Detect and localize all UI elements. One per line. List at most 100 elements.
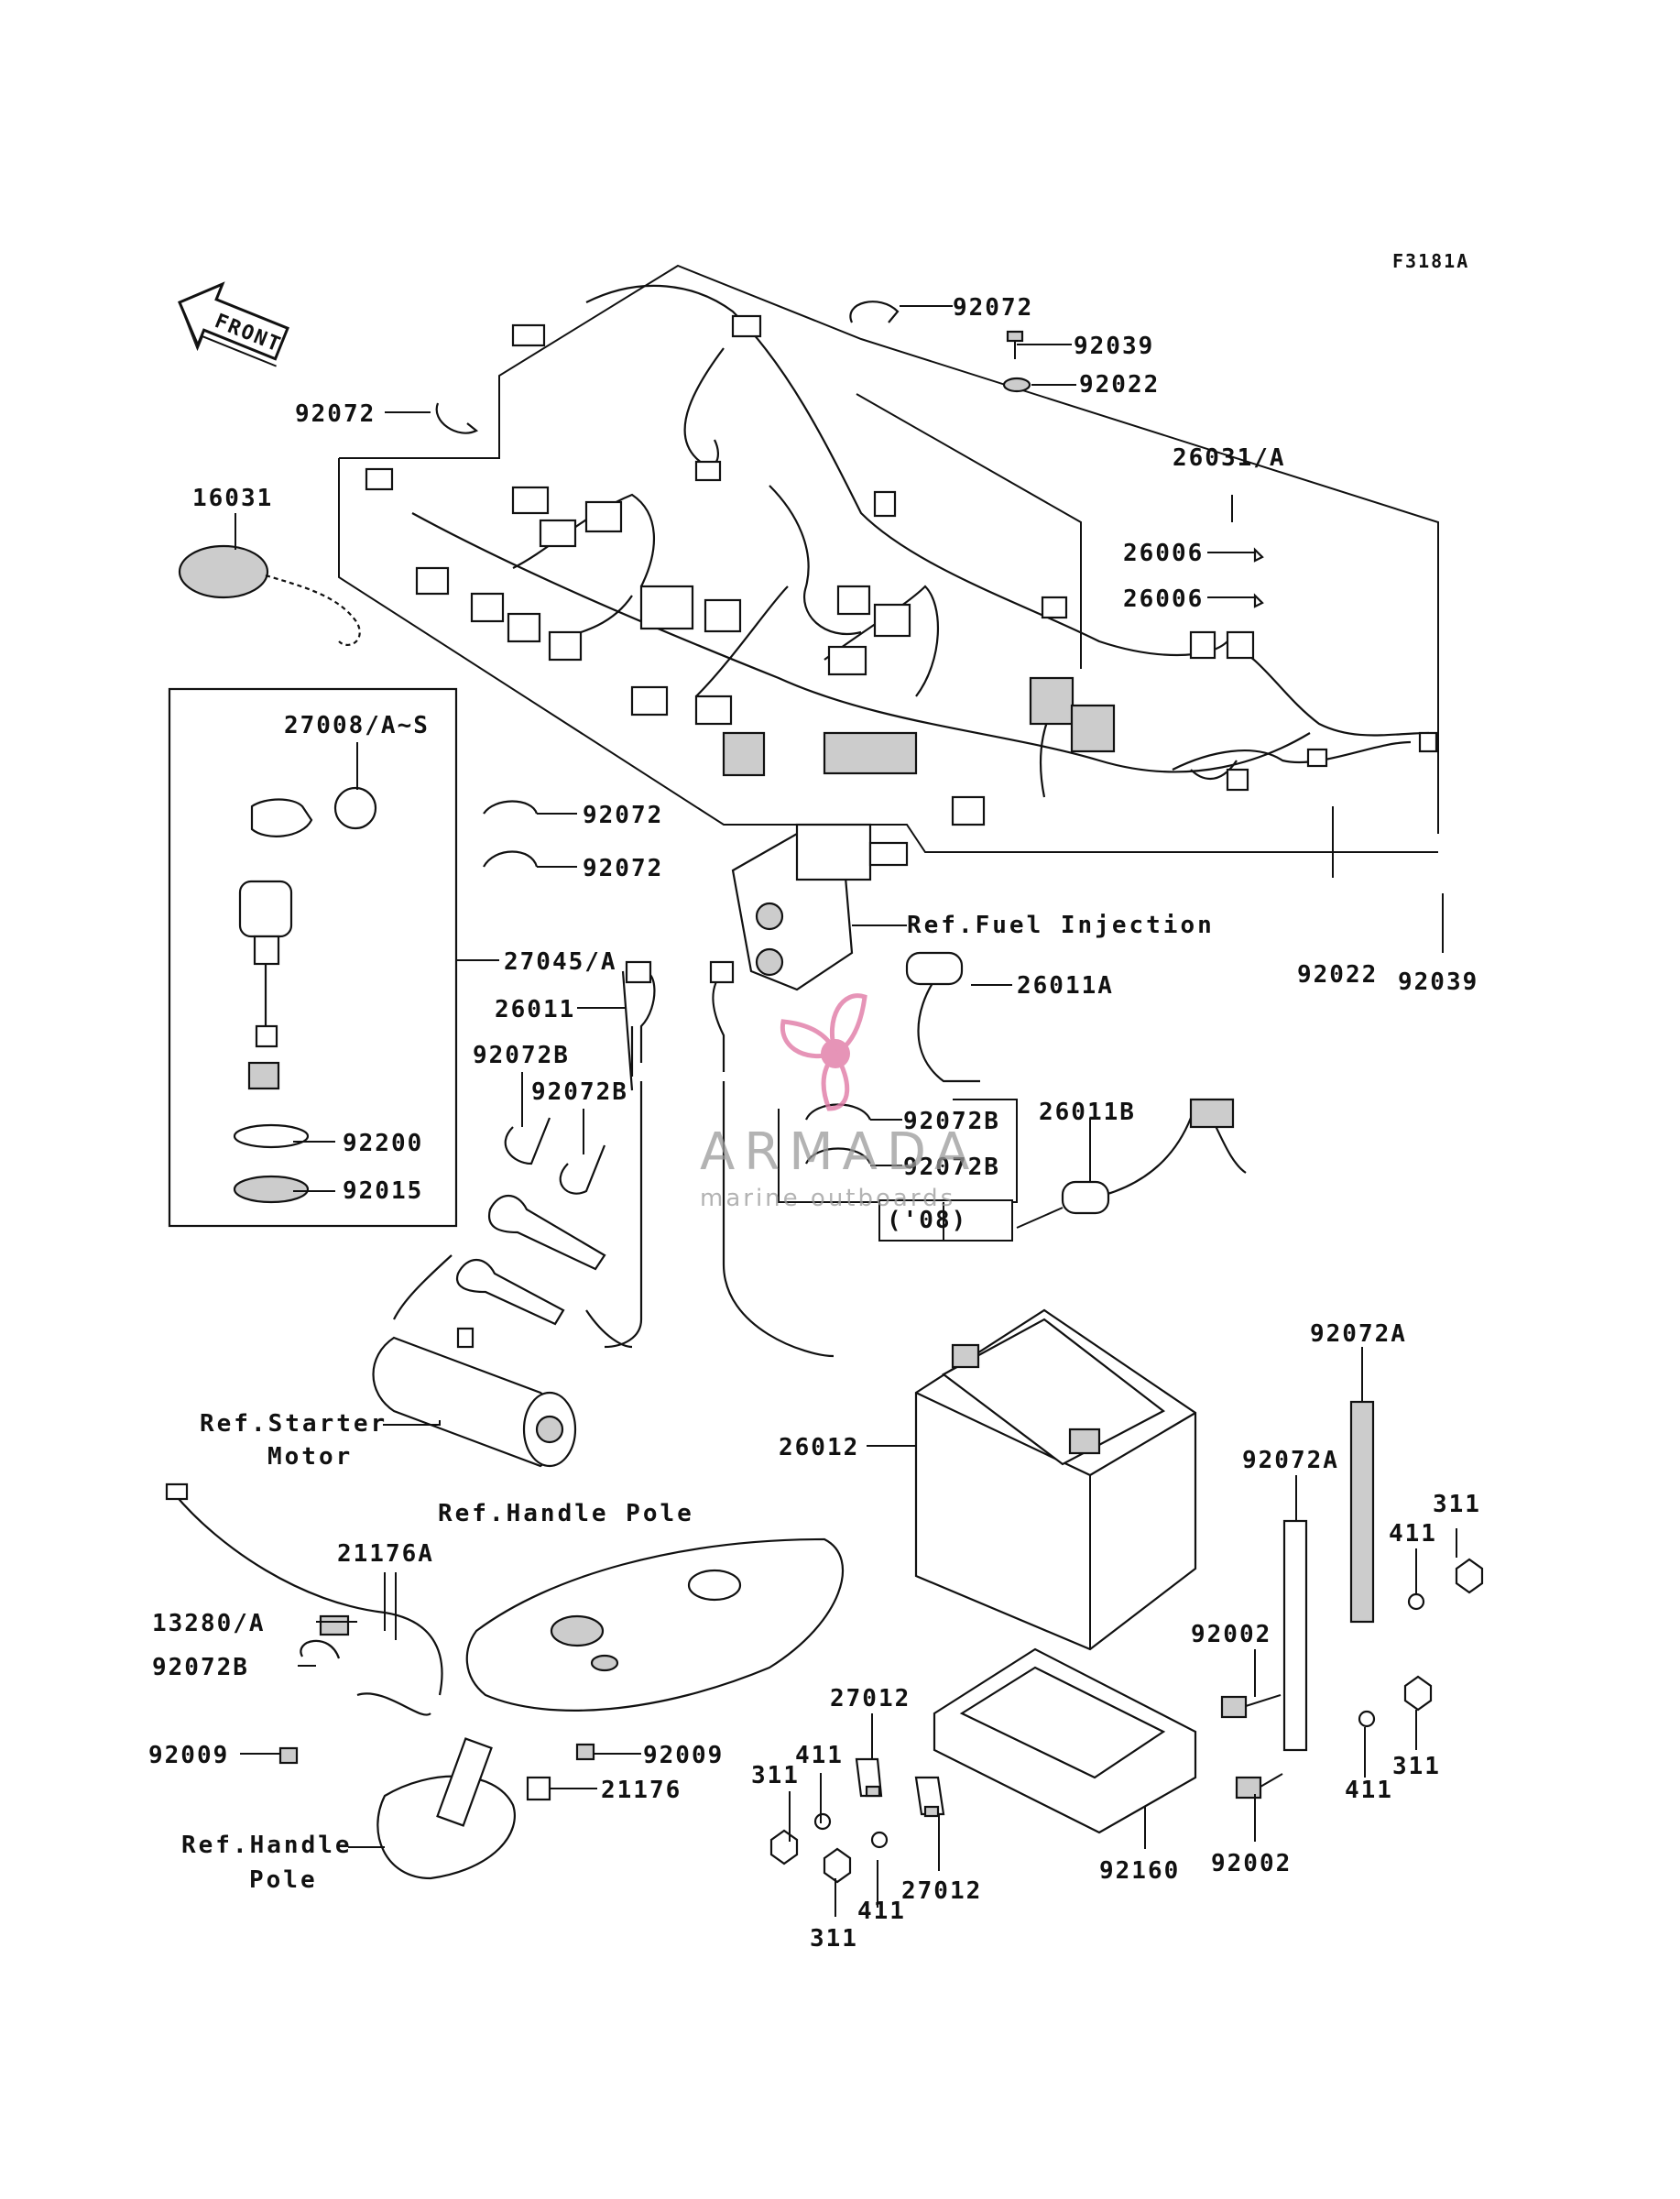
battery-case [933, 1647, 1197, 1834]
part-label: 411 [1389, 1520, 1437, 1548]
part-label: 92072B [903, 1154, 1000, 1181]
clamp-icon [300, 1639, 341, 1659]
cable-26011B [1016, 1098, 1247, 1229]
starter-cables [393, 1195, 633, 1349]
part-label: 26011 [495, 996, 575, 1023]
clip-icon [855, 1757, 883, 1798]
handle-pole-bottom [376, 1737, 551, 1880]
nut-icon [769, 1829, 799, 1865]
battery-strap [1282, 1400, 1375, 1752]
part-label: 92072 [583, 855, 663, 882]
part-label: 92009 [643, 1742, 724, 1769]
part-label: 26011A [1017, 972, 1114, 1000]
clamp-icon [483, 850, 539, 868]
clamp-icon [559, 1144, 606, 1195]
part-label: 92039 [1074, 333, 1154, 360]
cover-part [178, 544, 361, 646]
ref-handle-pole-bottom-2: Pole [249, 1866, 318, 1894]
part-label: 26006 [1123, 585, 1204, 613]
part-label: 26012 [779, 1434, 859, 1461]
watermark: ARMADA marine outboards [700, 993, 978, 1212]
part-label: 92039 [1398, 968, 1478, 996]
part-label: 92002 [1211, 1850, 1292, 1877]
washer-icon [1002, 377, 1031, 393]
clip-icon [1253, 593, 1264, 608]
part-label: 27012 [830, 1685, 911, 1712]
battery [914, 1308, 1197, 1651]
part-label: 92072B [903, 1108, 1000, 1135]
ref-handle-pole: Ref.Handle Pole [438, 1500, 694, 1527]
part-label: 92002 [1191, 1621, 1271, 1648]
sensor-wire-21176A [165, 1482, 443, 1716]
cable-26011A [905, 951, 980, 1083]
ref-starter-motor: Ref.Starter [200, 1410, 387, 1438]
bolt-icon [1220, 1694, 1282, 1719]
front-arrow-icon: FRONT [178, 281, 289, 367]
clamp-icon [483, 800, 539, 815]
part-label: 311 [1392, 1753, 1441, 1780]
part-label: 26006 [1123, 540, 1204, 567]
clamp-icon [849, 301, 900, 323]
part-label: 311 [1433, 1491, 1481, 1518]
part-label: 92072A [1310, 1320, 1407, 1348]
part-label: 92009 [148, 1742, 229, 1769]
part-label: 92072B [152, 1654, 249, 1681]
part-label: 411 [857, 1898, 906, 1925]
handle-pole-base [465, 1537, 845, 1712]
part-label: 411 [1345, 1777, 1393, 1804]
ref-fuel-injection: Ref.Fuel Injection [907, 912, 1215, 939]
part-label: 26031/A [1173, 444, 1286, 472]
ref-starter-motor-2: Motor [267, 1443, 353, 1471]
watermark-tagline: marine outboards [700, 1185, 955, 1212]
bolt-icon [1006, 330, 1024, 359]
part-label: 16031 [192, 485, 273, 512]
part-label: 92072 [295, 400, 376, 428]
washer-icon [813, 1812, 832, 1831]
starter-motor [372, 1327, 577, 1468]
bolt-icon [278, 1746, 299, 1765]
part-label: 27012 [901, 1877, 982, 1905]
part-label: 13280/A [152, 1610, 266, 1637]
cable-26011 [604, 960, 835, 1358]
clip-icon [914, 1776, 945, 1818]
part-label: 92072 [953, 294, 1033, 322]
clip-icon [1253, 547, 1264, 563]
clamp-icon [804, 1147, 872, 1165]
nut-icon [1403, 1675, 1433, 1712]
washer-icon [1407, 1592, 1425, 1611]
clamp-icon [435, 402, 479, 434]
figure-code: F3181A [1392, 250, 1469, 272]
part-label: 92072B [473, 1042, 570, 1069]
part-label: 21176A [337, 1540, 434, 1568]
part-label: 411 [795, 1742, 844, 1769]
part-label: 92072 [583, 802, 663, 829]
washer-icon [1358, 1710, 1376, 1728]
fuel-injection-unit [731, 823, 909, 991]
part-label: 92015 [343, 1177, 423, 1205]
part-label: 92072B [531, 1078, 628, 1106]
bolt-icon [575, 1743, 595, 1761]
part-label: 311 [751, 1762, 800, 1789]
washer-icon [870, 1831, 889, 1849]
part-label: 92200 [343, 1130, 423, 1157]
nut-icon [823, 1847, 852, 1884]
part-label: 27008/A~S [284, 712, 430, 739]
part-label: 92072A [1242, 1447, 1339, 1474]
main-wiring-harness [338, 264, 1439, 853]
leader-lines [235, 305, 1457, 1917]
part-label: 21176 [601, 1777, 682, 1804]
part-label: 92022 [1297, 961, 1378, 989]
ref-handle-pole-bottom: Ref.Handle [181, 1832, 353, 1859]
bolt-icon [1235, 1773, 1283, 1800]
part-label: 92160 [1099, 1857, 1180, 1885]
part-label: 27045/A [504, 948, 617, 976]
clamp-icon [504, 1117, 551, 1165]
watermark-brand: ARMADA [700, 1122, 978, 1182]
part-label: 26011B [1039, 1099, 1136, 1126]
ignition-switch-box [168, 687, 458, 1228]
propeller-logo-icon [780, 993, 867, 1111]
part-label: 311 [810, 1925, 858, 1953]
part-label: 92022 [1079, 371, 1160, 399]
part-label: ('08) [887, 1207, 967, 1234]
